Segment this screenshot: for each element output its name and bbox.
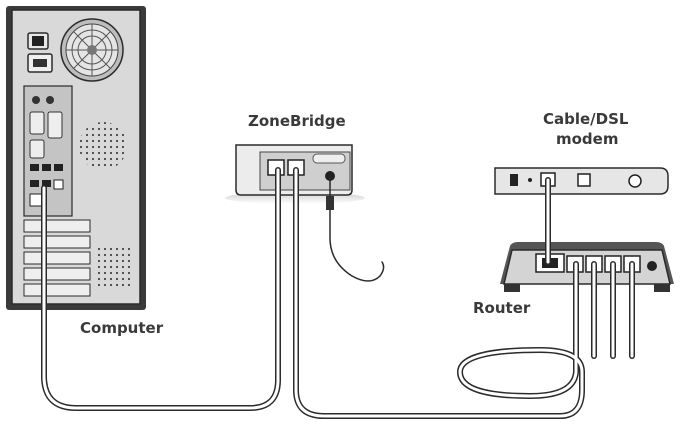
fan-icon — [61, 19, 123, 81]
vent-grille — [79, 122, 127, 170]
ethernet-port-icon — [54, 180, 63, 189]
cable-dsl-modem — [495, 168, 668, 194]
router-device — [500, 242, 674, 292]
modem-label-line1: Cable/DSL — [543, 110, 628, 128]
zonebridge-label: ZoneBridge — [248, 112, 346, 130]
router-label: Router — [473, 299, 530, 317]
modem-label-line2: modem — [556, 130, 618, 148]
computer-tower — [6, 6, 146, 310]
expansion-slots — [24, 220, 90, 296]
computer-label: Computer — [80, 319, 163, 337]
